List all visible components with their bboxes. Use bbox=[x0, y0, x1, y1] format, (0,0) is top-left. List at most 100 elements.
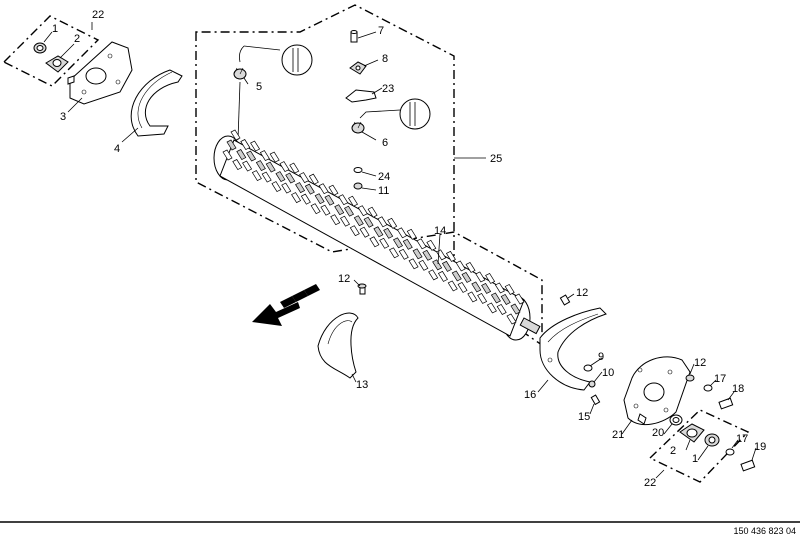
bolt-19 bbox=[740, 459, 756, 472]
flail-blade bbox=[432, 259, 443, 271]
callout-6: 6 bbox=[382, 137, 388, 149]
callout-5: 5 bbox=[256, 81, 262, 93]
flail-blade bbox=[299, 172, 310, 184]
callout-9: 9 bbox=[598, 351, 604, 363]
bolt-12-center bbox=[357, 283, 367, 295]
flail-blade bbox=[396, 227, 407, 239]
callout-17-upper: 17 bbox=[714, 373, 726, 385]
direction-arrow bbox=[252, 284, 320, 326]
flail-blade bbox=[222, 149, 233, 161]
flail-blade bbox=[412, 248, 423, 260]
flail-blade bbox=[330, 214, 341, 226]
flail-blade bbox=[295, 182, 306, 194]
flail-blade bbox=[291, 192, 302, 204]
callout-1-bottom: 1 bbox=[692, 453, 698, 465]
flail-blades bbox=[222, 129, 525, 325]
flail-blade bbox=[353, 215, 364, 227]
callout-8: 8 bbox=[382, 53, 388, 65]
reference-number: 150 436 823 04 bbox=[733, 526, 796, 536]
flail-blade bbox=[445, 250, 456, 262]
flail-blade bbox=[250, 140, 261, 152]
flail-blade bbox=[236, 149, 247, 160]
callout-3: 3 bbox=[60, 111, 66, 123]
flail-blade bbox=[230, 129, 241, 141]
curved-shield-right bbox=[539, 307, 607, 391]
flail-blade bbox=[461, 271, 472, 283]
flail-blade bbox=[388, 247, 399, 259]
flail-blade bbox=[494, 282, 505, 294]
flail-blade bbox=[261, 171, 272, 183]
flail-blade bbox=[304, 183, 315, 195]
flail-blade bbox=[377, 216, 388, 228]
callout-12-right: 12 bbox=[576, 287, 588, 299]
bearing-bottom bbox=[704, 433, 720, 447]
side-plate-left bbox=[67, 41, 133, 105]
flail-rotor bbox=[213, 129, 541, 341]
leader-lines bbox=[43, 22, 757, 479]
flail-blade bbox=[383, 227, 394, 239]
bearing-flange-bottom bbox=[679, 423, 705, 443]
callout-20: 20 bbox=[652, 427, 664, 439]
skid-belt-13 bbox=[317, 312, 359, 379]
spring-6 bbox=[351, 109, 401, 134]
washer-24 bbox=[353, 167, 363, 173]
callout-2-bottom: 2 bbox=[670, 445, 676, 457]
flail-blade bbox=[416, 238, 427, 250]
flail-blade bbox=[437, 270, 448, 282]
flail-blade bbox=[418, 259, 429, 271]
flail-blade bbox=[338, 194, 349, 206]
callout-labels: 22 1 2 3 4 5 7 8 23 6 25 24 11 14 12 12 … bbox=[52, 9, 766, 489]
bearing-top bbox=[33, 42, 47, 54]
flail-blade bbox=[422, 249, 433, 261]
flail-blade bbox=[275, 171, 286, 183]
callout-1-top: 1 bbox=[52, 23, 58, 35]
flail-blade bbox=[285, 172, 296, 184]
clip-8 bbox=[349, 61, 367, 75]
bolt-12-lower-right bbox=[685, 374, 695, 382]
washer-17-upper bbox=[703, 384, 713, 392]
flail-blade bbox=[308, 173, 319, 185]
callout-22-bottom: 22 bbox=[644, 477, 656, 489]
flail-blade bbox=[392, 237, 403, 249]
callout-10: 10 bbox=[602, 367, 614, 379]
flail-blade bbox=[467, 291, 478, 303]
bracket-23 bbox=[345, 89, 377, 103]
flail-blade bbox=[271, 181, 282, 193]
flail-blade bbox=[349, 225, 360, 237]
callout-12-lower-right: 12 bbox=[694, 357, 706, 369]
flail-blade bbox=[471, 281, 482, 293]
callout-7: 7 bbox=[378, 25, 384, 37]
flail-blade bbox=[465, 261, 476, 273]
flail-blade bbox=[426, 239, 437, 251]
curved-shield-left bbox=[130, 69, 183, 137]
flail-blade bbox=[457, 281, 468, 293]
flail-blade bbox=[314, 193, 325, 205]
flail-blade bbox=[324, 194, 335, 206]
flail-blade bbox=[318, 183, 329, 195]
seal-20 bbox=[669, 414, 683, 426]
callout-25: 25 bbox=[490, 153, 502, 165]
callout-13: 13 bbox=[356, 379, 368, 391]
pin-7 bbox=[350, 30, 358, 43]
callout-23: 23 bbox=[382, 83, 394, 95]
flail-blade bbox=[240, 139, 251, 150]
callout-19: 19 bbox=[754, 441, 766, 453]
flail-blade bbox=[447, 280, 458, 292]
flail-blade bbox=[486, 302, 497, 314]
callout-18: 18 bbox=[732, 383, 744, 395]
flail-blade bbox=[300, 193, 311, 205]
flail-blade bbox=[475, 271, 486, 283]
flail-blade bbox=[259, 150, 270, 162]
flail-blade bbox=[506, 313, 517, 325]
callout-24: 24 bbox=[378, 171, 390, 183]
bearing-kit-group-bottom bbox=[648, 409, 750, 483]
callout-16: 16 bbox=[524, 389, 536, 401]
bolt-15 bbox=[590, 394, 601, 406]
flail-blade bbox=[398, 248, 409, 260]
flail-blade bbox=[428, 269, 439, 281]
flail-blade bbox=[477, 292, 488, 304]
flail-blade bbox=[246, 150, 257, 162]
flail-blade bbox=[490, 292, 501, 304]
washer-17-lower bbox=[725, 448, 735, 456]
